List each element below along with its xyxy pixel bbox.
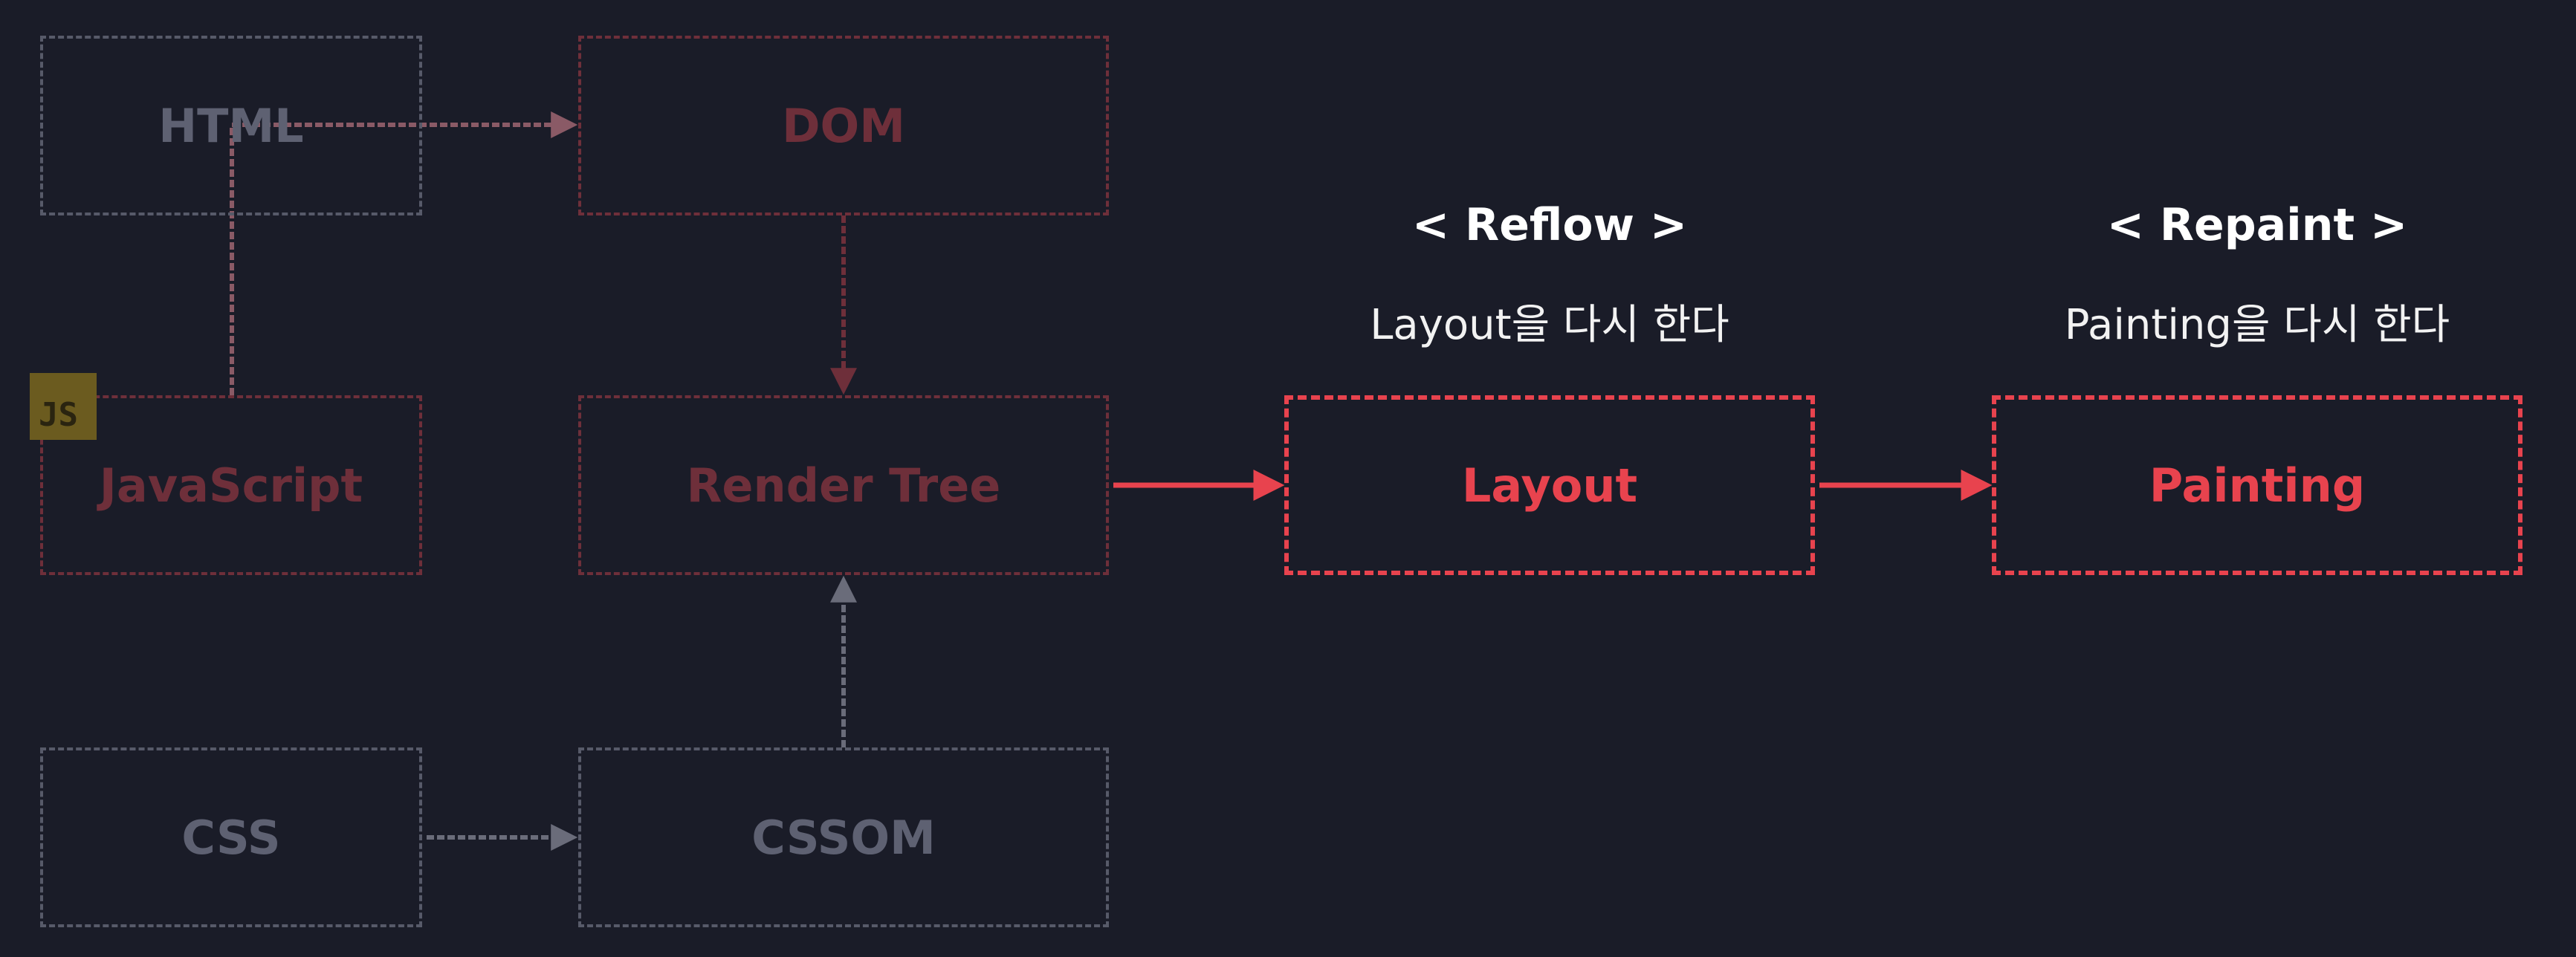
node-painting-label: Painting: [2149, 458, 2366, 513]
node-css: CSS: [40, 747, 422, 927]
node-layout: Layout: [1284, 395, 1815, 575]
node-render-tree-label: Render Tree: [686, 458, 1001, 513]
node-css-label: CSS: [181, 810, 281, 865]
node-render-tree: Render Tree: [578, 395, 1109, 575]
js-badge-icon: JS: [30, 373, 97, 440]
node-javascript-label: JavaScript: [99, 458, 363, 513]
node-painting: Painting: [1992, 395, 2522, 575]
node-layout-label: Layout: [1461, 458, 1638, 513]
js-badge-label: JS: [39, 396, 78, 434]
repaint-description: Painting을 다시 한다: [2064, 301, 2450, 349]
node-html: HTML: [40, 36, 422, 215]
repaint-heading: < Repaint >: [2106, 199, 2408, 251]
node-dom-label: DOM: [782, 98, 905, 153]
reflow-description: Layout을 다시 한다: [1370, 301, 1729, 349]
node-javascript: JavaScript: [40, 395, 422, 575]
node-html-label: HTML: [158, 98, 304, 153]
node-dom: DOM: [578, 36, 1109, 215]
reflow-heading: < Reflow >: [1411, 199, 1688, 251]
node-cssom: CSSOM: [578, 747, 1109, 927]
node-cssom-label: CSSOM: [751, 810, 936, 865]
arrow-javascript-to-dom: [230, 111, 578, 395]
